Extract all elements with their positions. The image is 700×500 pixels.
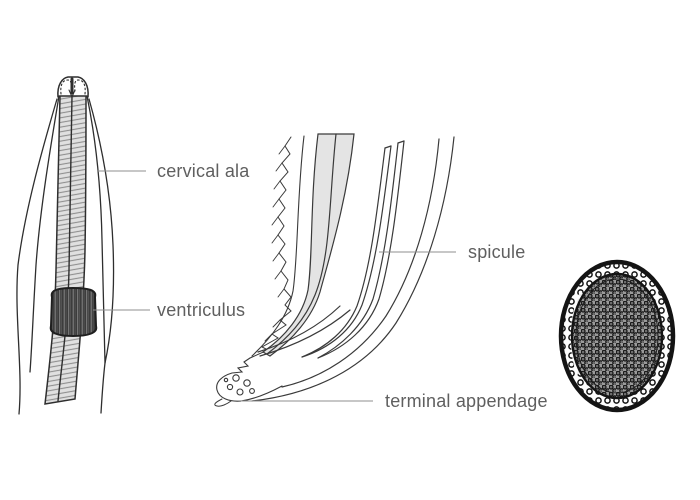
terminal-appendage-label: terminal appendage bbox=[385, 391, 548, 411]
gray-band-midline bbox=[266, 133, 337, 355]
terminal-appendage-tip bbox=[214, 398, 232, 407]
lip-right bbox=[74, 79, 86, 95]
egg-drawing bbox=[558, 259, 676, 413]
spicule-line-3 bbox=[317, 142, 399, 359]
inner-tail-line-1 bbox=[257, 305, 341, 353]
ventriculus-bulb bbox=[49, 286, 98, 338]
left-body-line bbox=[16, 98, 58, 415]
ventral-band-edge bbox=[251, 135, 305, 357]
spicule-line-1 bbox=[301, 147, 386, 358]
anterior-end-drawing bbox=[16, 76, 115, 415]
spicule-line-2 bbox=[301, 145, 392, 358]
spicule-label: spicule bbox=[468, 242, 526, 262]
mouth-notch bbox=[68, 89, 76, 99]
posterior-end-drawing bbox=[214, 133, 455, 407]
gray-band bbox=[261, 133, 355, 357]
body-outline-inner bbox=[281, 138, 440, 388]
caudal-papillae bbox=[223, 374, 255, 396]
egg-interior bbox=[570, 272, 664, 400]
tail-tip-outline bbox=[216, 357, 283, 402]
right-ala-line bbox=[86, 95, 106, 364]
left-ala-line bbox=[29, 95, 60, 373]
spicule-caps bbox=[384, 140, 405, 149]
spicule-line-4 bbox=[317, 140, 405, 359]
inner-tail-line-2 bbox=[259, 309, 351, 357]
denticulate-edge bbox=[249, 136, 292, 359]
cervical-ala-label: cervical ala bbox=[157, 161, 250, 181]
ventriculus-label: ventriculus bbox=[157, 300, 246, 320]
denticle-barbs bbox=[264, 145, 286, 342]
leader-lines bbox=[93, 170, 456, 402]
esophagus-midline bbox=[57, 95, 73, 402]
head-outline bbox=[57, 76, 89, 98]
body-outline-outer bbox=[251, 136, 455, 402]
right-body-line bbox=[88, 98, 115, 414]
egg-inner-membrane bbox=[575, 278, 659, 394]
